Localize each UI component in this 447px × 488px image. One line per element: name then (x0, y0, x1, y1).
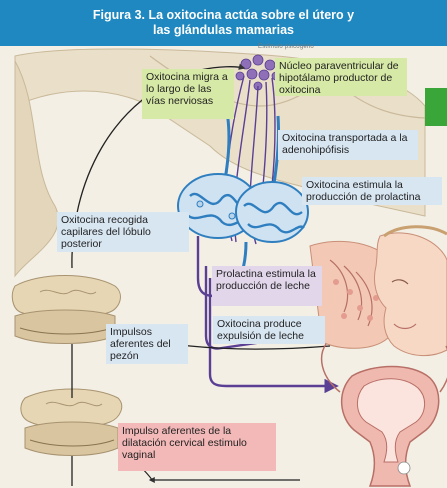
label-oxitocina-produce: Oxitocina produce expulsión de leche (213, 316, 325, 344)
infant-head (373, 225, 447, 356)
label-nucleo-paraventricular: Núcleo paraventricular de hipotálamo pro… (275, 58, 407, 96)
label-oxitocina-migra: Oxitocina migra a lo largo de las vías n… (142, 69, 234, 119)
label-oxitocina-estimula: Oxitocina estimula la producción de prol… (302, 177, 442, 205)
spinal-cord-upper (11, 275, 121, 344)
figure-title-line-1: Figura 3. La oxitocina actúa sobre el út… (92, 8, 355, 22)
label-oxitocina-recogida: Oxitocina recogida capilares del lóbulo … (57, 212, 189, 252)
label-oxitocina-transportada: Oxitocina transportada a la adenohipófis… (278, 130, 418, 160)
spinal-cord-lower (20, 388, 123, 456)
figure-title-line-2: las glándulas mamarias (152, 23, 295, 37)
brain-fold-left (14, 59, 59, 278)
green-side-tab (425, 88, 447, 126)
efferent-pathway-uterus (208, 278, 339, 394)
label-impulsos-pezon: Impulsos aferentes del pezón (106, 324, 188, 364)
uterus-illustration (320, 343, 447, 487)
posterior-pituitary (235, 181, 309, 243)
label-impulso-cervical: Impulso aferentes de la dilatación cervi… (118, 423, 276, 471)
figure-header: Figura 3. La oxitocina actúa sobre el út… (0, 0, 447, 46)
label-prolactina: Prolactina estimula la producción de lec… (212, 266, 322, 306)
psychogenic-stimulus-caption: Estímulo psicógeno (258, 44, 314, 50)
